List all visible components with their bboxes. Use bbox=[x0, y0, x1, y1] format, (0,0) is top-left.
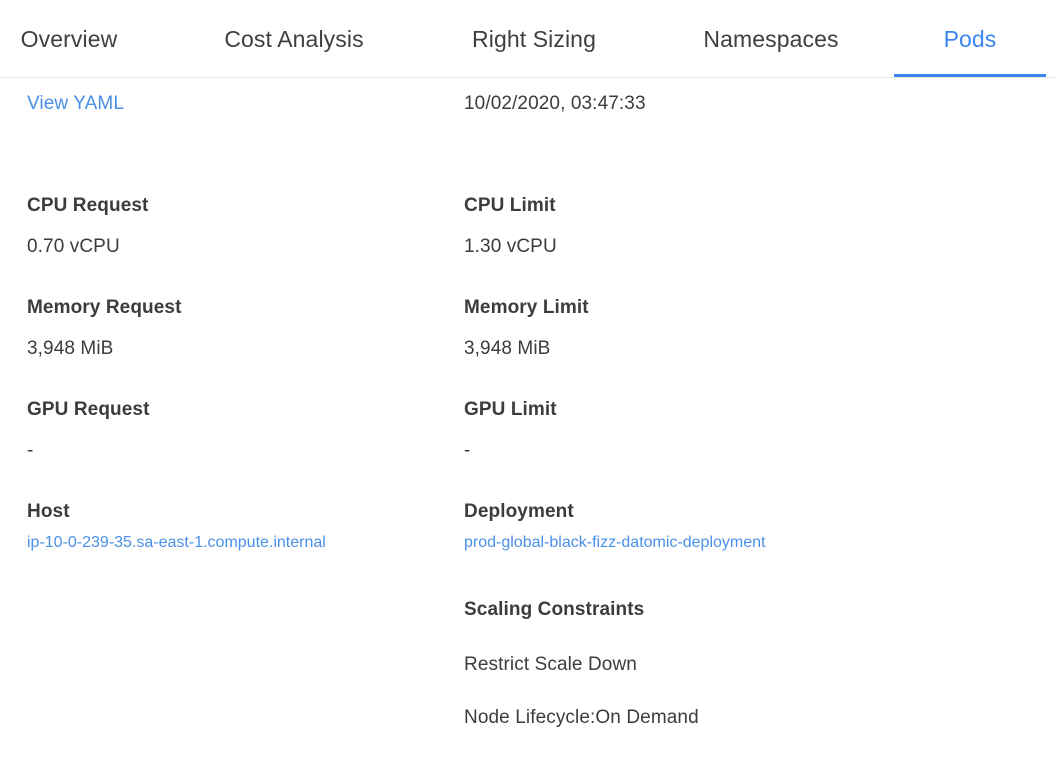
tab-cost-analysis[interactable]: Cost Analysis bbox=[174, 0, 414, 78]
field-label: Memory Limit bbox=[464, 297, 589, 318]
tab-label: Cost Analysis bbox=[224, 25, 364, 52]
detail-left-column: View YAML CPU Request 0.70 vCPU Memory R… bbox=[27, 91, 427, 601]
scaling-constraints-section: Scaling Constraints Restrict Scale Down … bbox=[464, 597, 864, 731]
tab-bar: Overview Cost Analysis Right Sizing Name… bbox=[0, 0, 1056, 78]
field-label: CPU Limit bbox=[464, 195, 556, 216]
field-cpu-request: CPU Request 0.70 vCPU bbox=[27, 193, 427, 295]
host-link[interactable]: ip-10-0-239-35.sa-east-1.compute.interna… bbox=[27, 534, 326, 551]
field-value: 1.30 vCPU bbox=[464, 236, 557, 257]
field-value: - bbox=[464, 440, 471, 461]
detail-right-column: 10/02/2020, 03:47:33 CPU Limit 1.30 vCPU… bbox=[464, 91, 864, 731]
field-label: CPU Request bbox=[27, 195, 149, 216]
field-memory-request: Memory Request 3,948 MiB bbox=[27, 295, 427, 397]
view-yaml-link[interactable]: View YAML bbox=[27, 93, 125, 114]
timestamp-row: 10/02/2020, 03:47:33 bbox=[464, 91, 864, 193]
field-host: Host ip-10-0-239-35.sa-east-1.compute.in… bbox=[27, 499, 427, 601]
pod-timestamp: 10/02/2020, 03:47:33 bbox=[464, 93, 646, 114]
field-label: GPU Request bbox=[27, 399, 150, 420]
field-value: 3,948 MiB bbox=[464, 338, 551, 359]
field-gpu-request: GPU Request - bbox=[27, 397, 427, 499]
field-label: Host bbox=[27, 501, 70, 522]
scaling-constraints-label: Scaling Constraints bbox=[464, 599, 645, 620]
field-label: GPU Limit bbox=[464, 399, 557, 420]
field-value: 3,948 MiB bbox=[27, 338, 114, 359]
tab-overview[interactable]: Overview bbox=[0, 0, 138, 78]
field-value: 0.70 vCPU bbox=[27, 236, 120, 257]
tab-label: Pods bbox=[943, 25, 997, 52]
tab-active-underline bbox=[894, 74, 1046, 78]
field-memory-limit: Memory Limit 3,948 MiB bbox=[464, 295, 864, 397]
pod-detail-body: View YAML CPU Request 0.70 vCPU Memory R… bbox=[0, 78, 1056, 728]
field-deployment: Deployment prod-global-black-fizz-datomi… bbox=[464, 499, 864, 601]
tab-namespaces[interactable]: Namespaces bbox=[652, 0, 890, 78]
tab-label: Overview bbox=[20, 25, 118, 52]
tab-label: Namespaces bbox=[703, 25, 839, 52]
field-value: - bbox=[27, 440, 34, 461]
field-label: Deployment bbox=[464, 501, 574, 522]
tab-bar-divider bbox=[0, 77, 1056, 78]
deployment-link[interactable]: prod-global-black-fizz-datomic-deploymen… bbox=[464, 534, 766, 551]
scaling-constraint-item: Restrict Scale Down bbox=[464, 654, 637, 675]
view-yaml-row: View YAML bbox=[27, 91, 427, 193]
tab-pods[interactable]: Pods bbox=[894, 0, 1046, 78]
field-cpu-limit: CPU Limit 1.30 vCPU bbox=[464, 193, 864, 295]
field-label: Memory Request bbox=[27, 297, 182, 318]
field-gpu-limit: GPU Limit - bbox=[464, 397, 864, 499]
scaling-constraint-item: Node Lifecycle:On Demand bbox=[464, 707, 699, 728]
tab-right-sizing[interactable]: Right Sizing bbox=[420, 0, 648, 78]
tab-label: Right Sizing bbox=[472, 25, 596, 52]
